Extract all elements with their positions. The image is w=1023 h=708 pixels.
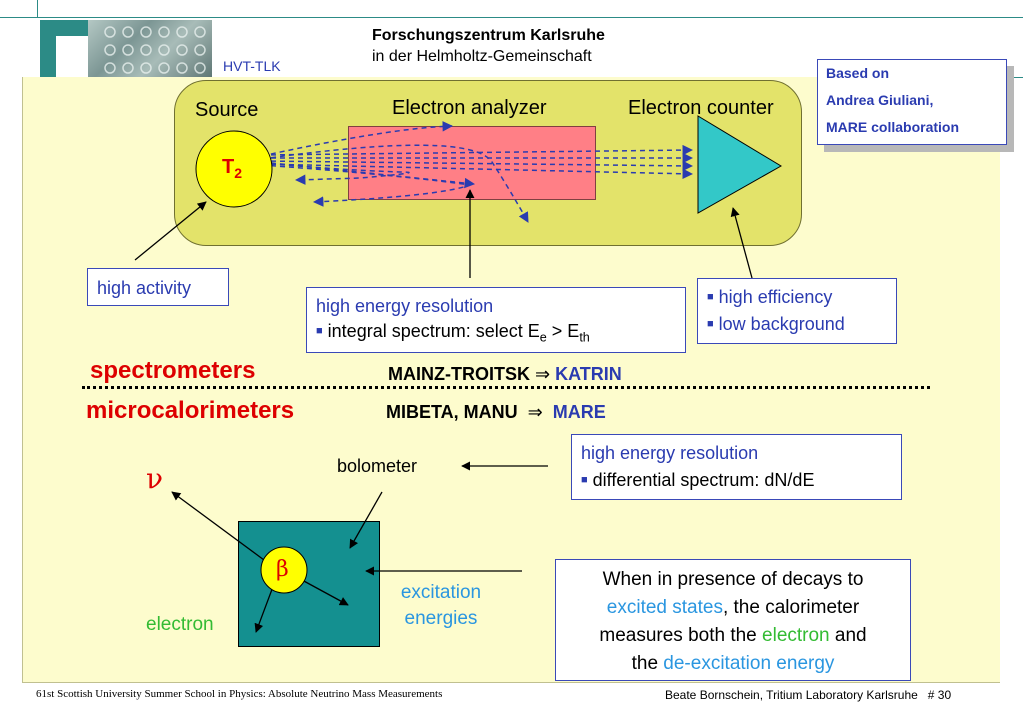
electron-counter <box>697 115 782 214</box>
note-line2: excited states, the calorimeter <box>556 594 910 622</box>
note-electron: electron <box>762 625 830 646</box>
source-symbol: T2 <box>222 156 243 181</box>
beta-symbol: β <box>276 557 289 582</box>
high-activity-text: high activity <box>97 278 192 298</box>
based-on-line3: MARE collaboration <box>826 119 960 135</box>
note-line2-rest: , the calorimeter <box>722 597 860 618</box>
spectrometers-target: KATRIN <box>555 364 622 384</box>
bullet-icon: ■ <box>707 318 714 330</box>
note-line3: measures both the electron and <box>556 622 910 650</box>
resolution-gt: > E <box>546 321 580 341</box>
resolution-sub-e: e <box>539 330 547 345</box>
resolution-bullet-pre: integral spectrum: select E <box>327 321 540 341</box>
nu-symbol: ν <box>146 462 164 495</box>
note-line3-pre: measures both the <box>599 625 763 646</box>
source-symbol-t: T <box>222 156 235 178</box>
efficiency-line1: ■ high efficiency <box>707 287 832 308</box>
excitation-line2: energies <box>404 608 478 629</box>
header-top-line <box>0 17 1023 18</box>
calorimeter-bullet-text: differential spectrum: dN/dE <box>592 470 815 490</box>
calorimeter-resolution-title: high energy resolution <box>581 443 759 463</box>
analyzer-label: Electron analyzer <box>392 97 547 119</box>
header-org-name: Forschungszentrum Karlsruhe <box>372 27 605 44</box>
implies-icon: ⇒ <box>527 402 543 423</box>
efficiency-text2: low background <box>718 314 845 334</box>
logo-photo-pattern <box>104 26 206 74</box>
high-activity-box: high activity <box>87 268 229 306</box>
note-excited-states: excited states <box>606 597 723 618</box>
resolution-bullet: ■ integral spectrum: select Ee > Eth <box>316 321 590 345</box>
microcalorimeters-target: MARE <box>552 402 606 422</box>
efficiency-line2: ■ low background <box>707 314 845 335</box>
source-label: Source <box>195 99 259 121</box>
beta-circle <box>260 546 308 594</box>
based-on-box: Based on Andrea Giuliani, MARE collabora… <box>817 59 1007 145</box>
note-deexcitation: de-excitation energy <box>663 653 835 674</box>
note-line4: the de-excitation energy <box>556 650 910 678</box>
note-line3-post: and <box>829 625 867 646</box>
source-symbol-subscript: 2 <box>234 164 243 181</box>
based-on-line2: Andrea Giuliani, <box>826 92 934 108</box>
source-circle <box>195 130 273 208</box>
resolution-title: high energy resolution <box>316 296 494 316</box>
logo-bracket-stem <box>40 20 56 78</box>
counter-label: Electron counter <box>628 97 774 119</box>
spectrometers-exp: MAINZ-TROITSK <box>388 364 530 384</box>
footer-left: 61st Scottish University Summer School i… <box>36 688 443 700</box>
bullet-icon: ■ <box>316 325 323 337</box>
microcalorimeters-experiments: MIBETA, MANU ⇒ MARE <box>386 402 606 423</box>
spectrometers-experiments: MAINZ-TROITSK ⇒ KATRIN <box>388 364 622 385</box>
section-divider <box>82 386 930 389</box>
fzk-logo <box>40 20 212 78</box>
based-on-line1: Based on <box>826 65 890 81</box>
bolometer-label: bolometer <box>337 456 418 476</box>
excitation-label: excitation energies <box>386 580 496 632</box>
note-line1: When in presence of decays to <box>602 569 864 590</box>
note-line4-pre: the <box>631 653 664 674</box>
implies-icon: ⇒ <box>535 364 551 385</box>
calorimeter-resolution-box: high energy resolution ■ differential sp… <box>571 434 902 500</box>
electron-label: electron <box>146 614 214 635</box>
efficiency-box: ■ high efficiency ■ low background <box>697 278 897 344</box>
logo-label: HVT-TLK <box>223 58 281 74</box>
microcalorimeters-heading: microcalorimeters <box>86 397 295 424</box>
logo-photo <box>88 20 212 78</box>
calorimeter-resolution-bullet: ■ differential spectrum: dN/dE <box>581 470 814 491</box>
microcalorimeters-exp: MIBETA, MANU <box>386 402 518 422</box>
resolution-sub-th: th <box>579 330 590 345</box>
excitation-line1: excitation <box>400 582 482 603</box>
explanation-box: When in presence of decays to excited st… <box>555 559 911 681</box>
bullet-icon: ■ <box>707 291 714 303</box>
efficiency-text1: high efficiency <box>718 287 833 307</box>
header-org-subtitle: in der Helmholtz-Gemeinschaft <box>372 48 592 65</box>
spectrometers-heading: spectrometers <box>90 357 256 384</box>
electron-trajectories <box>261 121 694 223</box>
header-vertical-line <box>37 0 38 17</box>
footer-right: Beate Bornschein, Tritium Laboratory Kar… <box>665 688 952 702</box>
bullet-icon: ■ <box>581 474 588 486</box>
resolution-box: high energy resolution ■ integral spectr… <box>306 287 686 353</box>
